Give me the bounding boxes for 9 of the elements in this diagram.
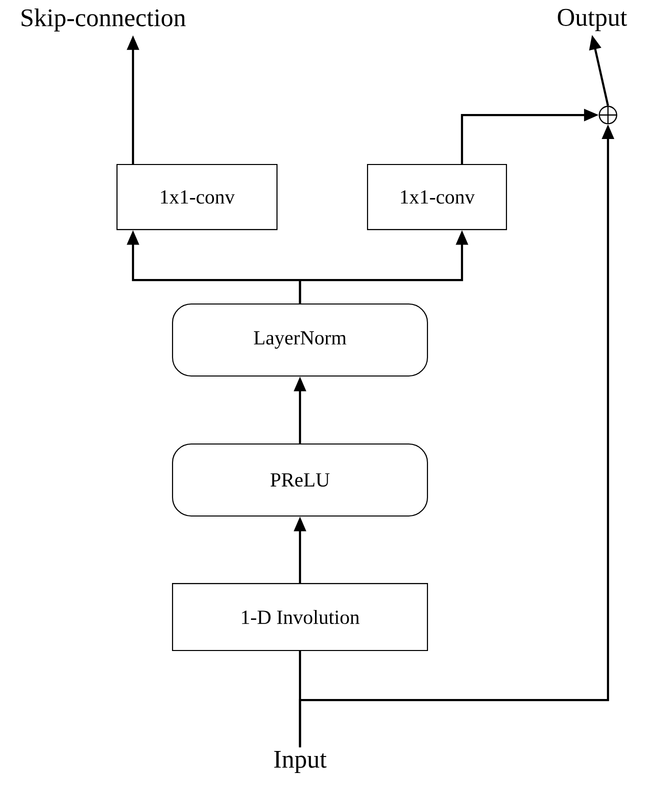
process-box: 1x1-conv — [367, 164, 507, 230]
terminal-label: Skip-connection — [22, 8, 186, 32]
process-box: 1-D Involution — [172, 583, 428, 651]
rounded-box: LayerNorm — [172, 303, 428, 377]
terminal-label: Output — [558, 8, 628, 32]
rounded-box: PReLU — [172, 443, 428, 517]
terminal-label: Input — [274, 751, 327, 773]
sum-symbol — [598, 106, 618, 124]
process-box: 1x1-conv — [116, 164, 278, 230]
